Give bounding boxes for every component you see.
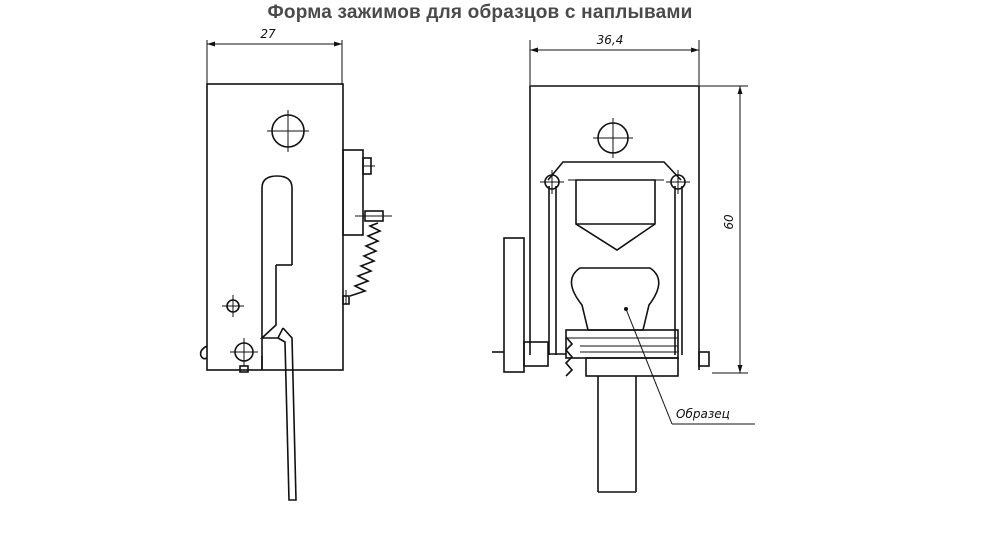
right-lower-plate xyxy=(565,329,679,377)
sample-callout: Образец xyxy=(625,308,755,425)
right-pivot-left xyxy=(540,170,564,194)
left-pivot xyxy=(199,338,258,373)
left-jaw xyxy=(259,265,284,339)
right-specimen-shank xyxy=(597,376,637,493)
left-specimen xyxy=(277,327,297,501)
right-upper-wedge xyxy=(575,179,656,251)
right-screw xyxy=(698,351,710,367)
left-body-outline xyxy=(206,83,344,371)
left-side-block xyxy=(342,149,364,236)
right-linkage-top xyxy=(547,161,682,181)
left-small-hole xyxy=(222,295,244,317)
right-specimen-head xyxy=(570,267,660,331)
right-body-outline xyxy=(529,85,700,370)
left-width-dimension: 27 xyxy=(206,27,343,85)
right-clamp-view: 36,4 60 xyxy=(492,33,755,493)
left-slot xyxy=(261,175,293,370)
right-height-dimension: 60 xyxy=(699,85,748,374)
sample-label: Образец xyxy=(676,407,730,421)
right-handwheel xyxy=(492,237,566,373)
right-width-label: 36,4 xyxy=(597,33,624,47)
left-clamp-view: 27 xyxy=(199,27,392,501)
left-width-label: 27 xyxy=(260,27,276,41)
right-height-label: 60 xyxy=(722,214,736,230)
right-width-dimension: 36,4 xyxy=(529,33,700,85)
left-spring xyxy=(349,222,382,297)
right-spring xyxy=(564,336,574,377)
right-pivot-right xyxy=(666,170,690,194)
left-top-hole xyxy=(267,110,309,152)
right-top-hole xyxy=(593,118,633,158)
page-title: Форма зажимов для образцов с наплывами xyxy=(267,2,693,23)
